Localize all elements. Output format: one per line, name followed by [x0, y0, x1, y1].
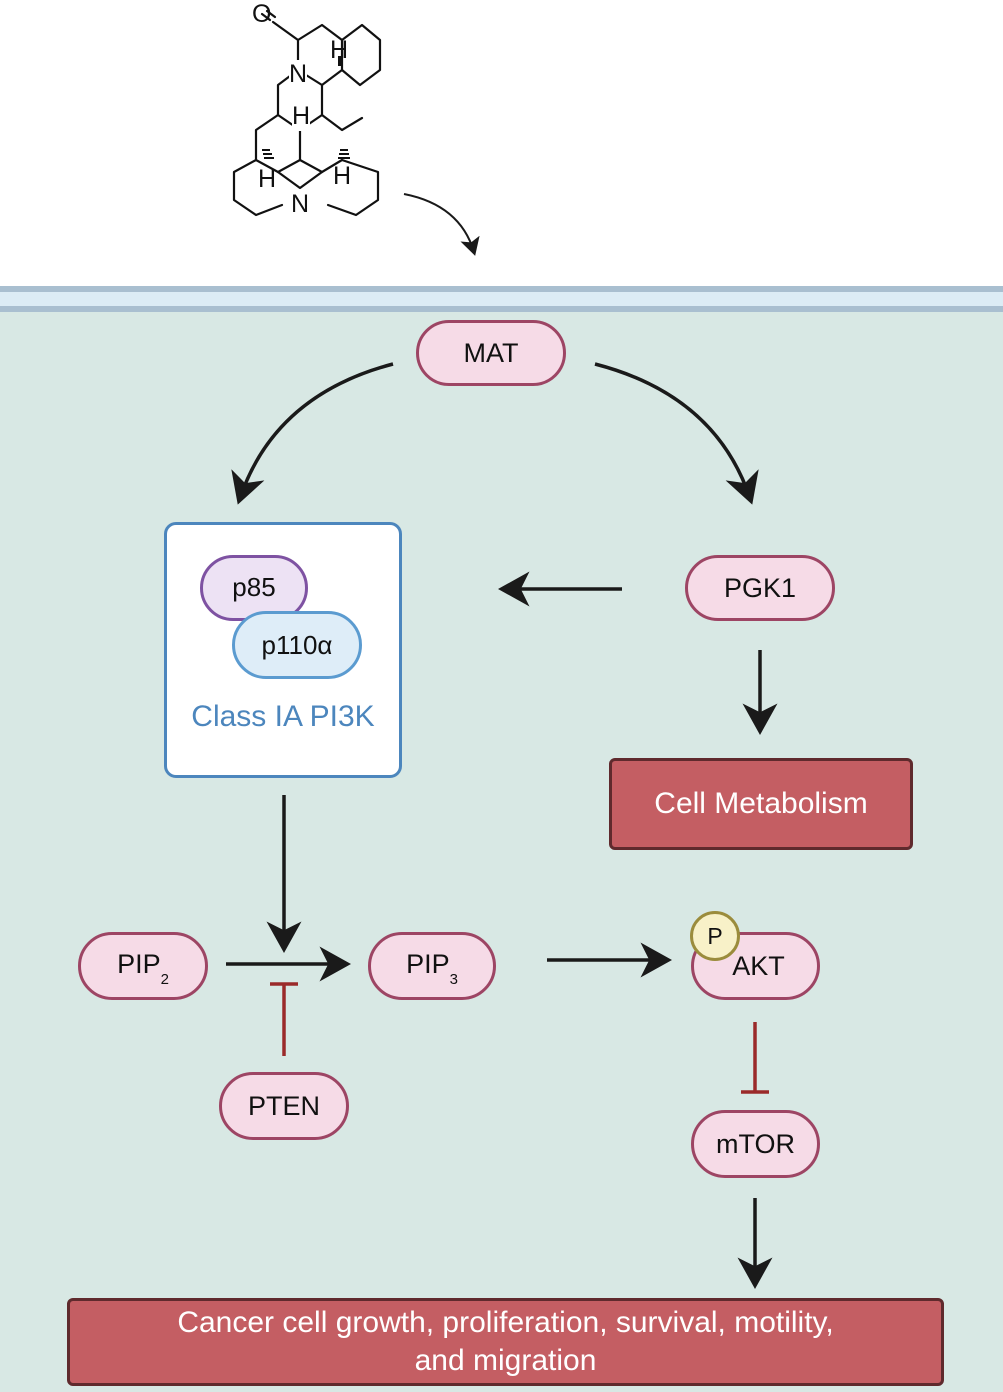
outcome-line-2: and migration [414, 1344, 597, 1377]
node-pip2: PIP2 [78, 932, 208, 1000]
atom-h2: H [292, 102, 311, 131]
node-outcome: Cancer cell growth, proliferation, survi… [67, 1298, 944, 1386]
atom-n1: N [289, 60, 308, 89]
atom-h1: H [330, 36, 349, 64]
node-p85: p85 [200, 555, 308, 621]
node-pten: PTEN [219, 1072, 349, 1140]
node-p85-label: p85 [232, 572, 276, 602]
arrow-mat-pgk1 [594, 362, 759, 505]
stereo-bonds [262, 56, 350, 159]
node-cell-metabolism: Cell Metabolism [609, 758, 913, 850]
node-pten-label: PTEN [247, 1090, 320, 1121]
inhibit-akt-mtor [741, 1022, 769, 1094]
atom-o: O [252, 0, 272, 28]
pi3k-label: Class IA PI3K [191, 700, 375, 733]
atom-n2: N [291, 190, 310, 219]
entry-arrow [403, 193, 480, 256]
cell-membrane [0, 286, 1003, 312]
node-cell-metabolism-label: Cell Metabolism [654, 787, 868, 820]
node-p110a-label: p110α [261, 629, 333, 660]
node-pip2-label: PIP2 [117, 948, 169, 989]
node-mat-label: MAT [463, 337, 519, 368]
inhibit-pten [270, 982, 298, 1056]
node-mtor: mTOR [691, 1110, 820, 1178]
node-mat: MAT [416, 320, 566, 386]
atom-h3: H [258, 165, 277, 193]
node-pip3-label: PIP3 [406, 948, 458, 989]
node-mtor-label: mTOR [716, 1128, 795, 1159]
phospho-badge: P [690, 911, 740, 961]
node-pgk1-label: PGK1 [723, 572, 797, 603]
atom-h4: H [333, 162, 352, 190]
matrine-structure [232, 9, 382, 217]
node-p110a: p110α [232, 611, 362, 679]
node-pip3: PIP3 [368, 932, 496, 1000]
node-akt-label: AKT [732, 950, 785, 981]
node-pgk1: PGK1 [685, 555, 835, 621]
outcome-line-1: Cancer cell growth, proliferation, survi… [177, 1306, 834, 1339]
arrow-mat-pi3k [231, 362, 394, 505]
